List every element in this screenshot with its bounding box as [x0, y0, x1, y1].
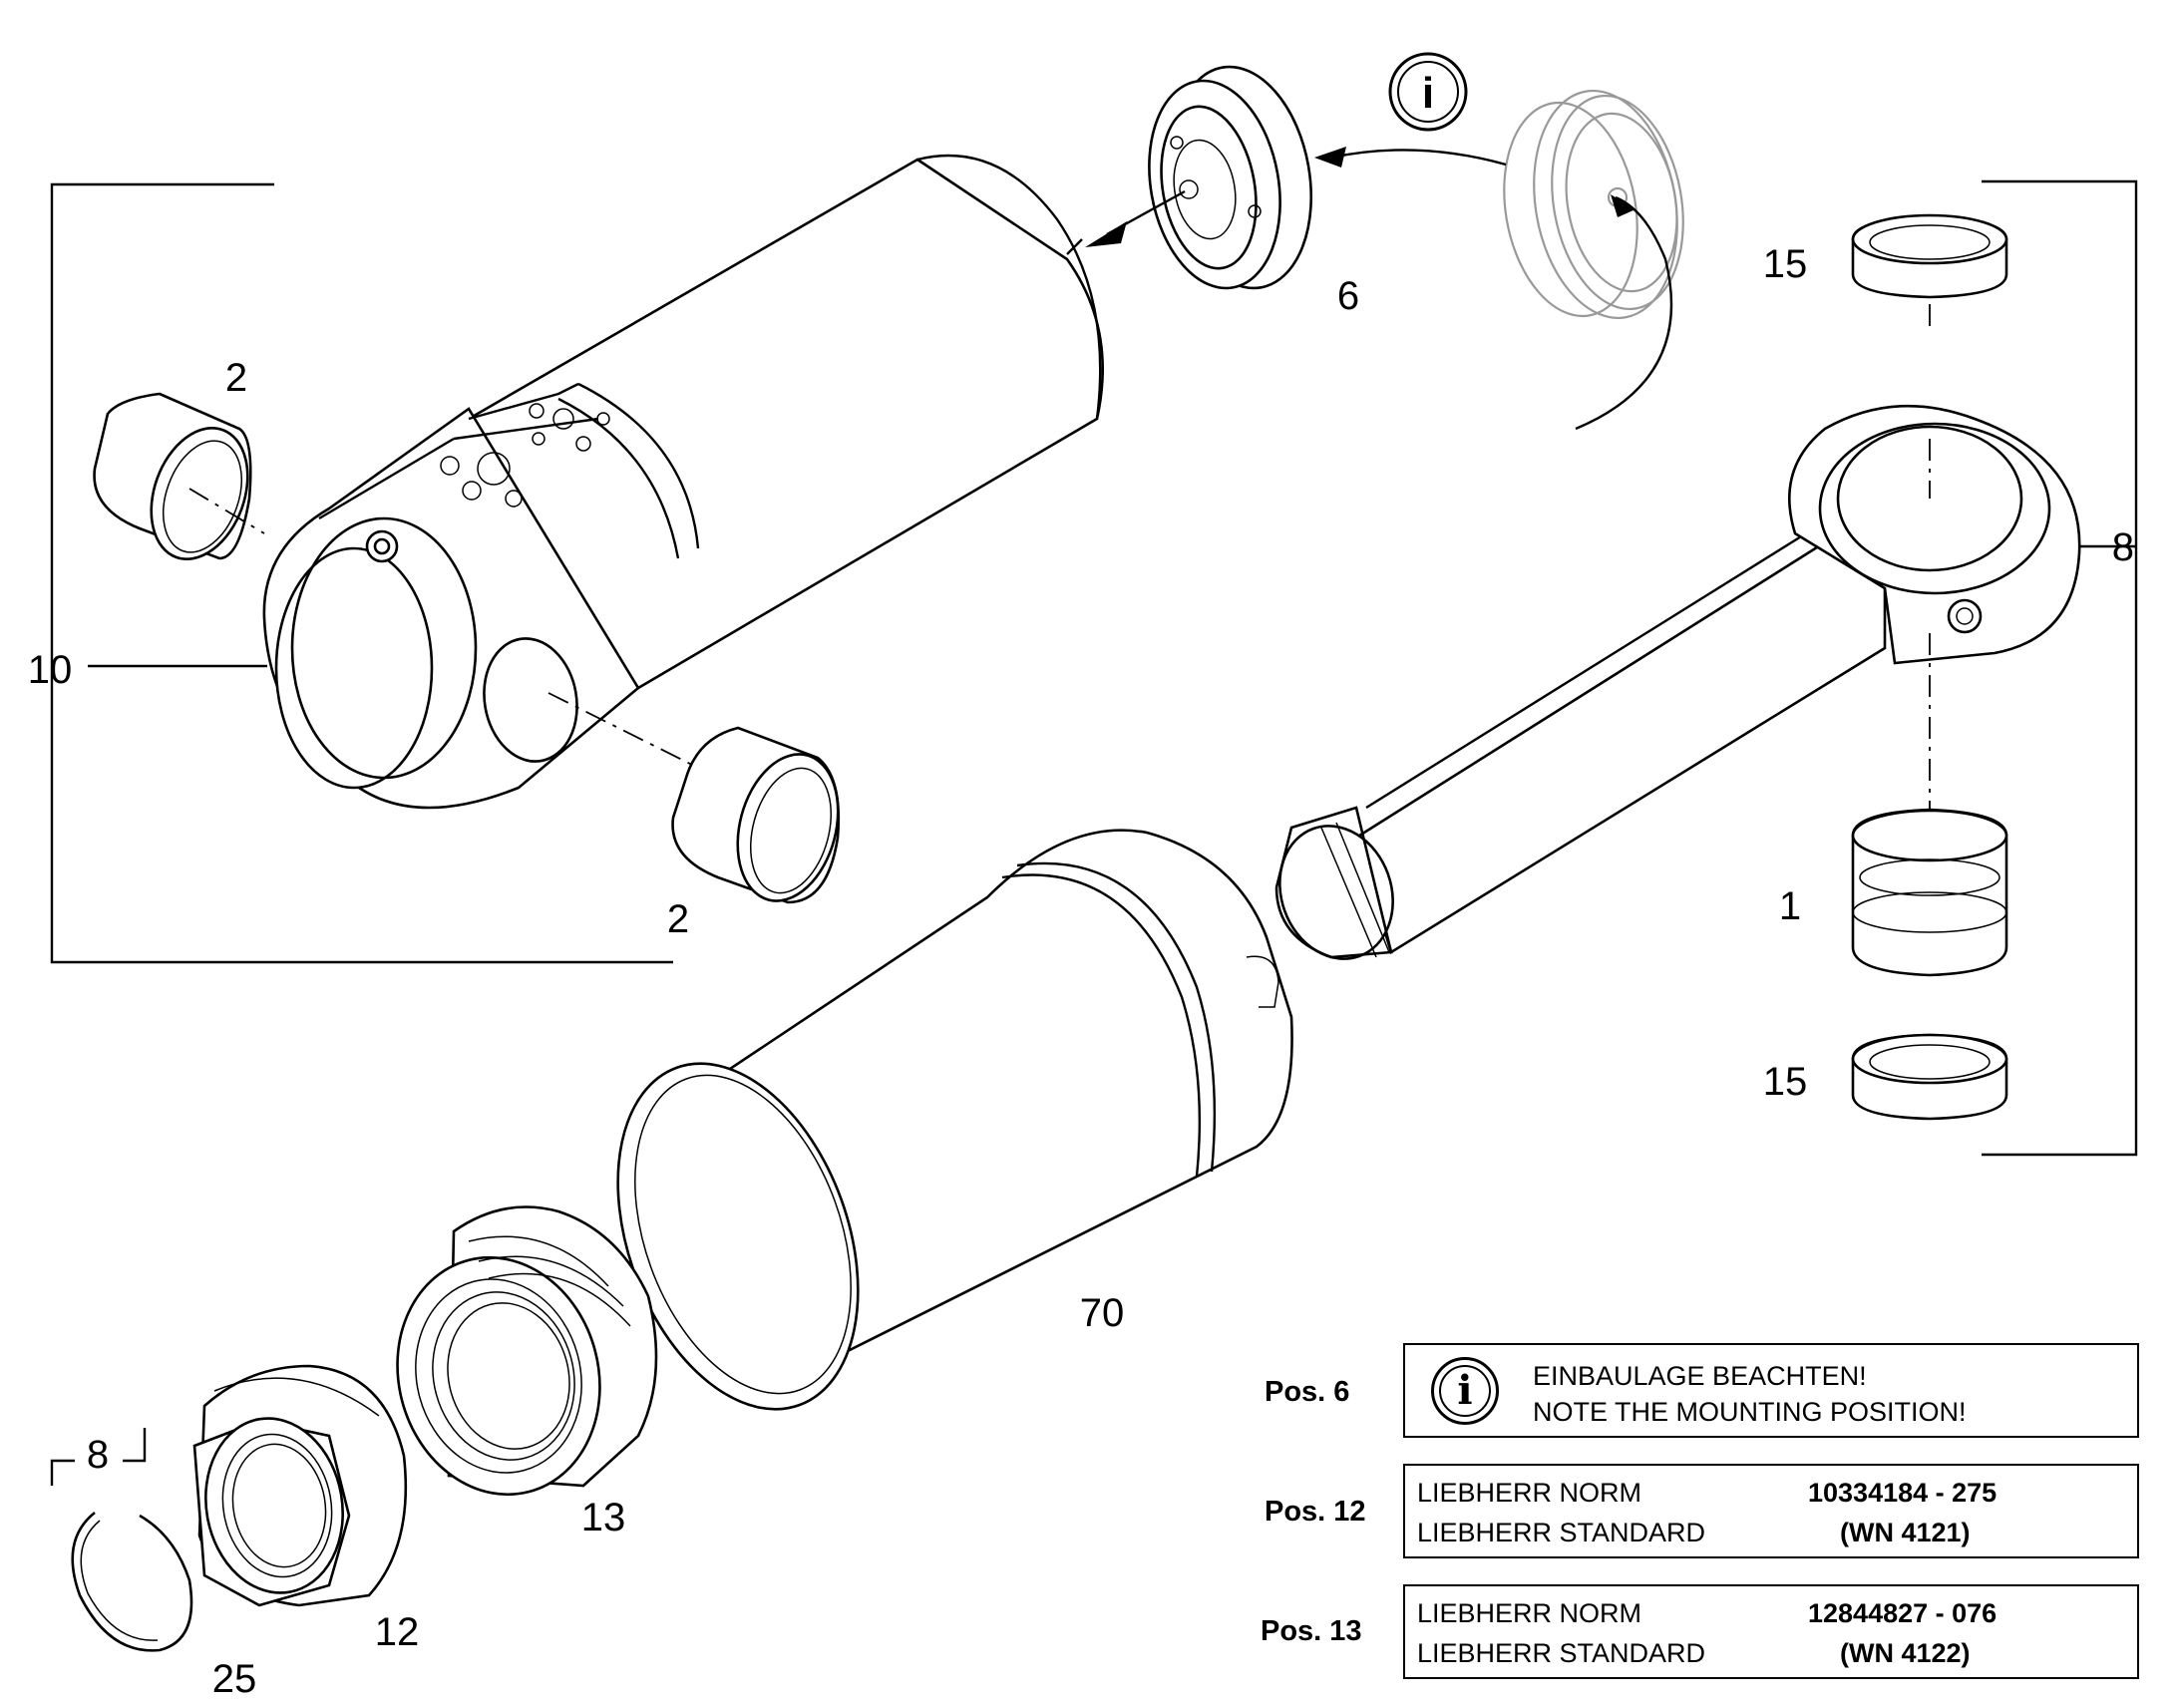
pos-6-label: Pos. 6 — [1265, 1376, 1350, 1408]
standard-label: LIEBHERR STANDARD — [1417, 1518, 1706, 1547]
bracket-group-8 — [1982, 179, 2138, 1157]
cylinder-head-70 — [616, 829, 1293, 1411]
callout-1: 1 — [1779, 884, 1801, 928]
cylinder-tube — [262, 154, 1105, 810]
pos-13-label: Pos. 13 — [1261, 1615, 1362, 1647]
callout-15-top: 15 — [1763, 242, 1808, 286]
norm-number: 10334184 - 275 — [1808, 1478, 1998, 1508]
bracket-group-10 — [50, 182, 673, 964]
note-text-en: NOTE THE MOUNTING POSITION! — [1533, 1397, 1967, 1427]
norm-number: 12844827 - 076 — [1808, 1598, 1998, 1628]
circlip-25 — [71, 1511, 193, 1652]
seal-ring-15-top — [1851, 213, 2008, 299]
nut-12 — [192, 1364, 408, 1607]
note-box-pos-13: LIEBHERR NORM LIEBHERR STANDARD 12844827… — [1403, 1584, 2139, 1679]
callout-10: 10 — [28, 648, 73, 692]
piston-rod-8 — [1274, 404, 2081, 960]
info-icon: i — [1431, 1357, 1499, 1425]
callout-6: 6 — [1337, 274, 1359, 318]
bushing-1 — [1851, 808, 2008, 977]
standard-number: (WN 4121) — [1840, 1518, 1971, 1547]
note-text-de: EINBAULAGE BEACHTEN! — [1533, 1361, 1867, 1391]
note-box-pos-6: i EINBAULAGE BEACHTEN! NOTE THE MOUNTING… — [1403, 1343, 2139, 1438]
callout-25: 25 — [212, 1657, 257, 1701]
callout-8-left: 8 — [87, 1433, 109, 1477]
callout-2-top: 2 — [225, 356, 247, 400]
piston-6 — [1148, 65, 1313, 290]
gland-13 — [396, 1205, 658, 1497]
svg-text:i: i — [1422, 69, 1434, 118]
callout-12: 12 — [375, 1610, 420, 1654]
standard-label: LIEBHERR STANDARD — [1417, 1638, 1706, 1668]
note-box-pos-12: LIEBHERR NORM LIEBHERR STANDARD 10334184… — [1403, 1464, 2139, 1558]
bushing-2-top — [93, 392, 252, 561]
info-icon: i — [1388, 52, 1468, 132]
seal-ring-15-bottom — [1851, 1033, 2008, 1121]
norm-label: LIEBHERR NORM — [1417, 1598, 1642, 1628]
callout-8-right: 8 — [2112, 525, 2134, 569]
bushing-2-bottom — [671, 726, 841, 904]
callout-2-bottom: 2 — [667, 897, 689, 941]
pos-12-label: Pos. 12 — [1265, 1496, 1366, 1528]
standard-number: (WN 4122) — [1840, 1638, 1971, 1668]
callout-70: 70 — [1080, 1291, 1125, 1335]
norm-label: LIEBHERR NORM — [1417, 1478, 1642, 1508]
ghost-piston — [1503, 89, 1684, 320]
callout-15-bottom: 15 — [1763, 1060, 1808, 1104]
callout-13: 13 — [581, 1496, 626, 1539]
